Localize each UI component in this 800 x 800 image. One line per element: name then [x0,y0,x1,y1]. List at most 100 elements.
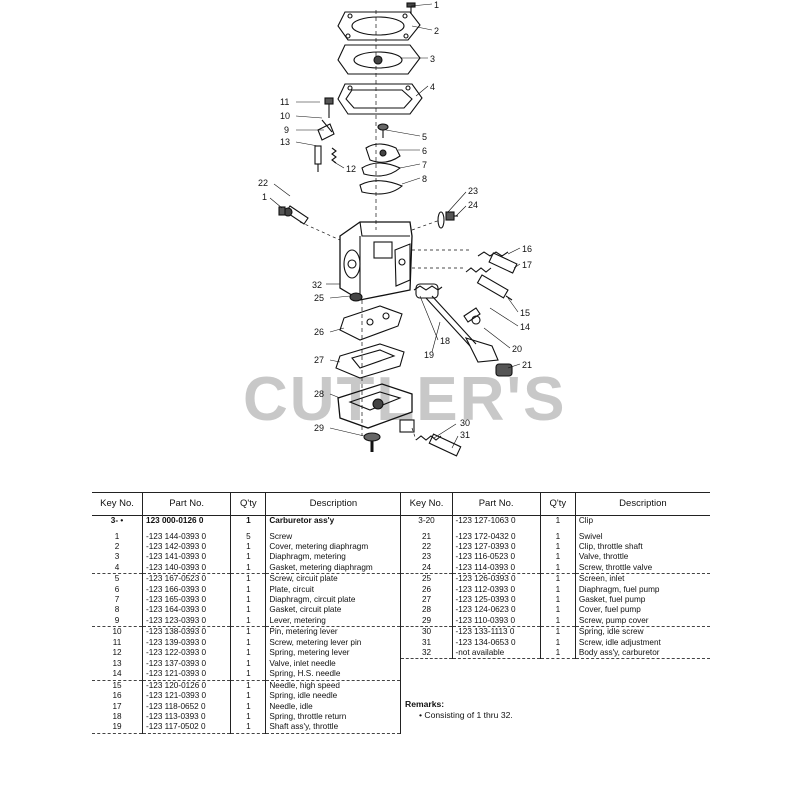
description-cell: Pin, metering lever [265,626,402,638]
part-25-screen [349,292,363,302]
description-cell: Screw, throttle valve [575,562,710,575]
part-no-cell: 123 000-0126 0 [142,515,232,532]
key-no-cell [401,659,452,669]
part-18-spring [413,283,443,299]
description-cell: Plate, circuit [265,584,402,595]
key-no-cell: 30 [400,626,453,638]
part-21-swivel [495,363,513,377]
callout-14: 14 [520,322,530,332]
callout-22: 22 [258,178,268,188]
watermark-text: CUTLER'S [243,365,567,434]
part-22-clip [283,205,341,241]
qty-cell: 1 [230,584,267,595]
part-29-screw [363,432,381,452]
part-23-valve [411,211,458,231]
description-cell: Spring, metering lever [265,647,402,659]
part-6-plate [365,143,401,163]
part-no-cell: -123 114-0393 0 [452,562,541,575]
part-15-high-speed-needle [465,267,513,301]
part-no-cell [452,669,540,680]
qty-cell: 1 [230,691,267,702]
qty-cell: 1 [230,680,267,692]
part-no-cell: -123 133-1113 0 [452,626,541,638]
part-no-cell: -123 126-0393 0 [452,573,541,585]
qty-cell: 1 [230,647,267,659]
description-cell: Spring, throttle return [265,711,402,723]
key-no-cell: 16 [92,691,144,702]
header-qty-left: Q'ty [230,492,267,516]
callout-8: 8 [422,174,427,184]
qty-cell: 1 [230,626,267,638]
key-no-cell: 1 [92,531,144,542]
qty-cell: 1 [540,515,576,532]
part-no-cell: -123 137-0393 0 [142,658,232,670]
key-no-cell: 26 [400,584,453,595]
description-cell: Needle, high speed [265,680,402,692]
remarks: Remarks: • Consisting of 1 thru 32. [405,699,513,721]
description-cell: Carburetor ass'y [265,515,402,532]
qty-cell: 1 [230,573,267,585]
part-no-cell: -123 125-0393 0 [452,594,541,606]
description-cell: Cover, fuel pump [578,605,641,615]
description-cell [575,669,710,680]
description-cell: Screen, inlet [578,574,625,584]
callout-29: 29 [314,423,324,433]
qty-cell [540,691,575,701]
key-no-cell: 21 [400,531,453,542]
part-no-cell: -123 110-0393 0 [452,615,541,628]
callout-15: 15 [520,308,530,318]
part-no-cell: -123 166-0393 0 [142,584,232,595]
key-no-cell: 2 [92,541,144,553]
qty-cell [540,680,575,691]
key-no-cell: 3- • [92,515,144,532]
description-cell: Shaft ass'y, throttle [265,722,402,734]
qty-cell [540,722,575,733]
qty-cell: 1 [230,605,267,616]
qty-cell: 1 [230,722,267,734]
key-no-cell [401,669,452,680]
header-description-right: Description [575,492,710,516]
callout-11: 11 [280,97,289,107]
callout-28: 28 [314,389,324,399]
description-cell: Needle, idle [265,701,402,712]
qty-cell: 1 [540,637,576,648]
key-no-cell: 5 [92,573,144,585]
part-no-cell: -123 116-0523 0 [452,552,541,563]
key-no-cell: 3 [92,552,144,563]
qty-cell: 1 [230,658,267,670]
qty-cell: 1 [540,552,576,563]
part-no-cell: -123 127-0393 0 [452,541,541,553]
key-no-cell: 27 [400,594,453,606]
callout-1-left: 1 [262,192,267,202]
description-cell: Diaphragm, circuit plate [265,594,402,606]
key-no-cell: 14 [92,669,144,681]
callout-2: 2 [434,26,439,36]
qty-cell: 1 [230,615,267,628]
qty-cell: 1 [540,647,576,660]
part-17-idle-needle [477,251,518,274]
callout-9: 9 [284,125,289,135]
part-27-gasket [335,343,405,379]
qty-cell: 1 [230,552,267,563]
description-cell: Screw [265,531,402,542]
qty-cell: 1 [540,562,576,575]
part-no-cell: -123 112-0393 0 [452,584,541,595]
key-no-cell: 17 [92,701,144,712]
part-no-cell: -123 134-0653 0 [452,637,541,648]
qty-cell [540,702,575,712]
qty-cell: 1 [540,615,576,628]
qty-cell [540,712,575,722]
qty-cell: 1 [230,711,267,723]
description-cell: Valve, throttle [578,552,629,562]
description-cell: Spring, idle needle [265,691,402,702]
part-no-cell: -123 118-0652 0 [142,701,232,712]
key-no-cell: 13 [92,658,144,670]
description-cell: Screw, pump cover [575,615,710,628]
callout-7: 7 [422,160,427,170]
